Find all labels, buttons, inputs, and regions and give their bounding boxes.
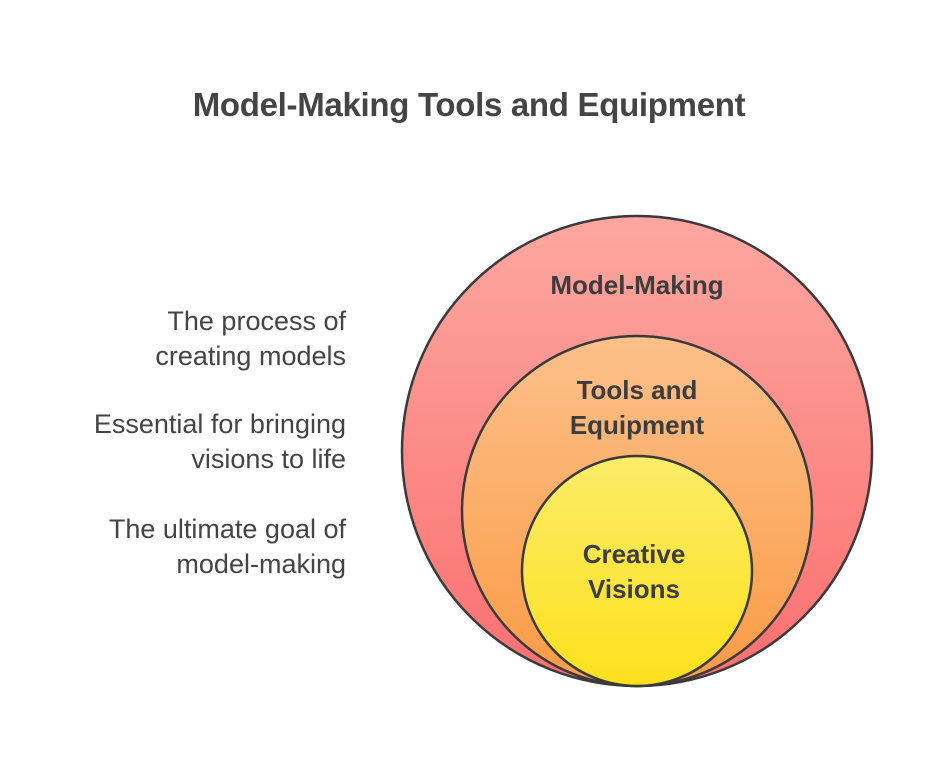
description-line: The process of (167, 306, 346, 336)
ring-label-tools-line-1: Tools and (577, 375, 698, 405)
inner-circle-creative-visions (520, 454, 754, 688)
description-line: Essential for bringing (93, 409, 346, 439)
ring-label-tools-line-2: Equipment (570, 410, 705, 440)
description-model-making: The process of creating models (26, 304, 346, 374)
ring-label-creative-line-1: Creative (583, 539, 686, 569)
description-line: model-making (176, 549, 346, 579)
ring-label-creative-line-2: Visions (588, 574, 680, 604)
description-line: visions to life (191, 444, 346, 474)
description-tools-and-equipment: Essential for bringing visions to life (26, 407, 346, 477)
ring-label-model-making: Model-Making (550, 270, 723, 300)
description-line: creating models (155, 341, 346, 371)
description-line: The ultimate goal of (108, 514, 346, 544)
diagram-title: Model-Making Tools and Equipment (192, 86, 746, 123)
description-creative-visions: The ultimate goal of model-making (26, 512, 346, 582)
